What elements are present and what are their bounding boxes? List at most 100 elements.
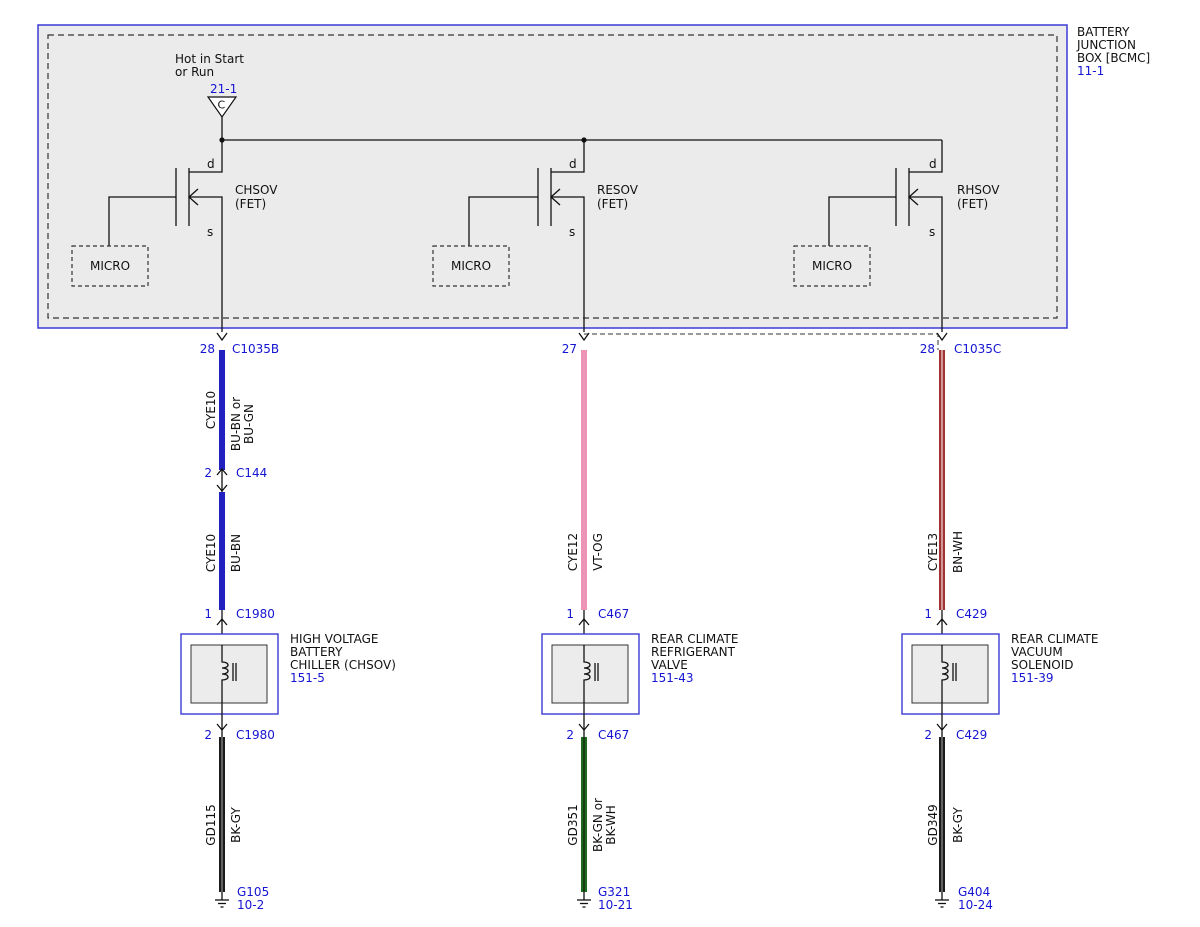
component-name-line-2: BATTERY: [290, 645, 343, 659]
output-pin-chevron: [578, 332, 590, 342]
ground-ref: 10-21: [598, 898, 633, 912]
fet-drain-label: d: [569, 157, 577, 171]
component-name-line-3: SOLENOID: [1011, 658, 1074, 672]
upper-wire-circuit: CYE10: [204, 391, 218, 429]
source-lead: [909, 196, 943, 332]
ground-wire-color-line-1: BK-GN or: [591, 798, 605, 852]
component-name-line-1: REAR CLIMATE: [1011, 632, 1098, 646]
drain-lead: [189, 140, 223, 173]
output-pin-chevron: [216, 332, 228, 342]
fet-arrow: [188, 188, 199, 206]
output-pin-number: 28: [920, 342, 935, 356]
ground-ref: 10-2: [237, 898, 264, 912]
output-pin-chevron: [936, 332, 948, 342]
component-ref: 151-43: [651, 671, 694, 685]
upper-wire-circuit: CYE12: [566, 533, 580, 571]
circuit-chsov: MICRO d s CHSOV (FET) 28 C1035B CYE10 BU…: [71, 140, 396, 912]
micro-label: MICRO: [451, 259, 491, 273]
component-pin-chevron: [936, 617, 948, 626]
fet-source-label: s: [207, 225, 213, 239]
component-ref: 151-5: [290, 671, 325, 685]
ground-name: G404: [958, 885, 990, 899]
component-pin-in: 1: [204, 607, 212, 621]
output-connector: C1035B: [232, 342, 279, 356]
component-pin-out: 2: [204, 728, 212, 742]
component-body: [190, 644, 268, 704]
component-pin-chevron: [578, 617, 590, 626]
component-pin-chevron: [216, 617, 228, 626]
ground-ref: 10-24: [958, 898, 993, 912]
inline-connector-chevron-down: [216, 484, 228, 493]
output-pin-number: 27: [562, 342, 577, 356]
source-lead: [189, 196, 223, 332]
fet-arrow: [550, 188, 561, 206]
gate-lead: [828, 196, 896, 246]
micro-box: [71, 245, 149, 287]
fet-type: (FET): [235, 197, 266, 211]
solenoid-coil-icon: [583, 645, 591, 703]
component-connector-out: C1980: [236, 728, 275, 742]
component-name-line-1: REAR CLIMATE: [651, 632, 738, 646]
upper-wire: [219, 350, 225, 470]
junction-box-ref: 11-1: [1077, 64, 1104, 78]
component-pin-out: 2: [924, 728, 932, 742]
inline-connector: C144: [236, 466, 267, 480]
fet-name: RESOV: [597, 183, 639, 197]
ground-wire-circuit: GD349: [926, 804, 940, 845]
component-body: [911, 644, 989, 704]
ground-wire-circuit: GD115: [204, 804, 218, 845]
solenoid-coil-icon: [941, 645, 949, 703]
lower-wire-circuit: CYE10: [204, 534, 218, 572]
junction-box-inner-boundary: [47, 34, 1058, 319]
component-pin-in: 1: [924, 607, 932, 621]
supply-label-line-2: or Run: [175, 65, 214, 79]
junction-box-name-line-2: JUNCTION: [1076, 38, 1136, 52]
ground-wire-color-line-1: BK-GY: [951, 807, 965, 843]
fet-drain-label: d: [929, 157, 937, 171]
gate-lead: [468, 196, 538, 246]
junction-box-name-line-1: BATTERY: [1077, 25, 1130, 39]
fet-name: CHSOV: [235, 183, 278, 197]
ground-wire-color-line-2: BK-WH: [604, 805, 618, 845]
component-pin-out-chevron: [936, 723, 948, 732]
component-name-line-2: REFRIGERANT: [651, 645, 736, 659]
micro-label: MICRO: [812, 259, 852, 273]
ground-wire-circuit: GD351: [566, 804, 580, 845]
component-body: [551, 644, 629, 704]
fet-type: (FET): [957, 197, 988, 211]
upper-wire-color-line-2: BU-GN: [242, 404, 256, 444]
component-connector-in: C1980: [236, 607, 275, 621]
upper-wire-color-line-1: BN-WH: [951, 531, 965, 573]
fet-source-label: s: [929, 225, 935, 239]
upper-wire: [581, 350, 587, 610]
component-connector-out: C429: [956, 728, 987, 742]
supply-pin: 21-1: [210, 82, 237, 96]
junction-box-name-line-3: BOX [BCMC]: [1077, 51, 1150, 65]
ground-wire-color-line-1: BK-GY: [229, 807, 243, 843]
component-ref: 151-39: [1011, 671, 1054, 685]
output-pin-number: 28: [200, 342, 215, 356]
fet-name: RHSOV: [957, 183, 1000, 197]
supply-label-line-1: Hot in Start: [175, 52, 244, 66]
component-name-line-3: CHILLER (CHSOV): [290, 658, 396, 672]
component-name-line-1: HIGH VOLTAGE: [290, 632, 378, 646]
supply-pin-letter: C: [218, 99, 226, 112]
inline-connector-chevron-up: [216, 467, 228, 476]
component-connector-in: C467: [598, 607, 629, 621]
drain-lead: [551, 140, 585, 173]
component-connector-in: C429: [956, 607, 987, 621]
lower-wire: [219, 492, 225, 610]
fet-source-label: s: [569, 225, 575, 239]
upper-wire-color-line-1: VT-OG: [591, 533, 605, 571]
connector-boundary-dashed: [584, 333, 939, 350]
fet-arrow: [908, 188, 919, 206]
fet-drain-label: d: [207, 157, 215, 171]
inline-pin-number: 2: [204, 466, 212, 480]
circuit-resov: MICRO d s RESOV (FET) 27 CYE12 VT-OG 1 C…: [432, 140, 738, 912]
output-connector: C1035C: [954, 342, 1001, 356]
drain-lead: [909, 140, 943, 173]
fet-type: (FET): [597, 197, 628, 211]
component-pin-out: 2: [566, 728, 574, 742]
solenoid-coil-icon: [221, 645, 229, 703]
